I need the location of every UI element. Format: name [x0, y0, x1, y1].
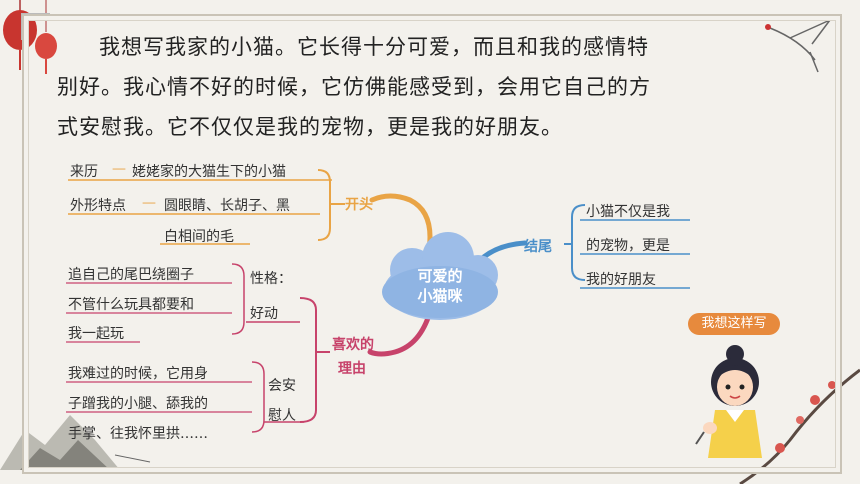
- ending-line-2: 的宠物，更是: [586, 238, 670, 254]
- center-topic-line-2: 小猫咪: [417, 287, 463, 305]
- intro-line-1: 我想写我家的小猫。它长得十分可爱，而且和我的感情特: [99, 35, 649, 59]
- comfort-example-2: 子蹭我的小腿、舔我的: [68, 396, 208, 412]
- cloud-shape: [382, 232, 498, 320]
- looks-value-2: 白相间的毛: [164, 229, 234, 245]
- comfort-label-2: 慰人: [268, 408, 296, 424]
- ending-line-3: 我的好朋友: [586, 272, 656, 288]
- plum-blossom-icon: [739, 368, 860, 484]
- comfort-example-1: 我难过的时候，它用身: [68, 366, 208, 382]
- active-example-2: 不管什么玩具都要和: [68, 297, 194, 313]
- tip-badge[interactable]: 我想这样写: [688, 313, 780, 335]
- page-frame: [22, 14, 842, 474]
- center-topic: 可爱的 小猫咪: [400, 266, 480, 306]
- looks-dash: —: [142, 195, 156, 211]
- reasons-label-2: 理由: [338, 361, 366, 377]
- active-example-1: 追自己的尾巴绕圈子: [68, 267, 194, 283]
- active-example-3: 我一起玩: [68, 326, 124, 342]
- personality-label-1: 性格：: [250, 271, 292, 287]
- ending-line-1: 小猫不仅是我: [586, 204, 670, 220]
- ending-label: 结尾: [524, 239, 552, 255]
- girl-avatar-icon: [695, 345, 762, 458]
- origin-dash: —: [112, 161, 126, 177]
- comfort-example-3: 手掌、往我怀里拱……: [68, 426, 208, 442]
- comfort-label-1: 会安: [268, 378, 296, 394]
- looks-key: 外形特点: [70, 198, 126, 214]
- origin-key: 来历: [70, 164, 98, 180]
- ink-mountain-icon: [0, 415, 151, 470]
- intro-line-3: 式安慰我。它不仅仅是我的宠物，更是我的好朋友。: [57, 115, 563, 139]
- crane-icon: [765, 19, 831, 73]
- looks-value-1: 圆眼睛、长胡子、黑: [164, 198, 290, 214]
- origin-value: 姥姥家的大猫生下的小猫: [132, 164, 286, 180]
- lantern-icon: [3, 0, 57, 74]
- intro-paragraph: 我想写我家的小猫。它长得十分可爱，而且和我的感情特 别好。我心情不好的时候，它仿…: [57, 27, 747, 147]
- center-topic-line-1: 可爱的: [417, 267, 463, 285]
- intro-line-2: 别好。我心情不好的时候，它仿佛能感受到，会用它自己的方: [57, 75, 651, 99]
- personality-label-2: 好动: [250, 306, 278, 322]
- reasons-label-1: 喜欢的: [332, 337, 374, 353]
- opening-label: 开头: [345, 197, 373, 213]
